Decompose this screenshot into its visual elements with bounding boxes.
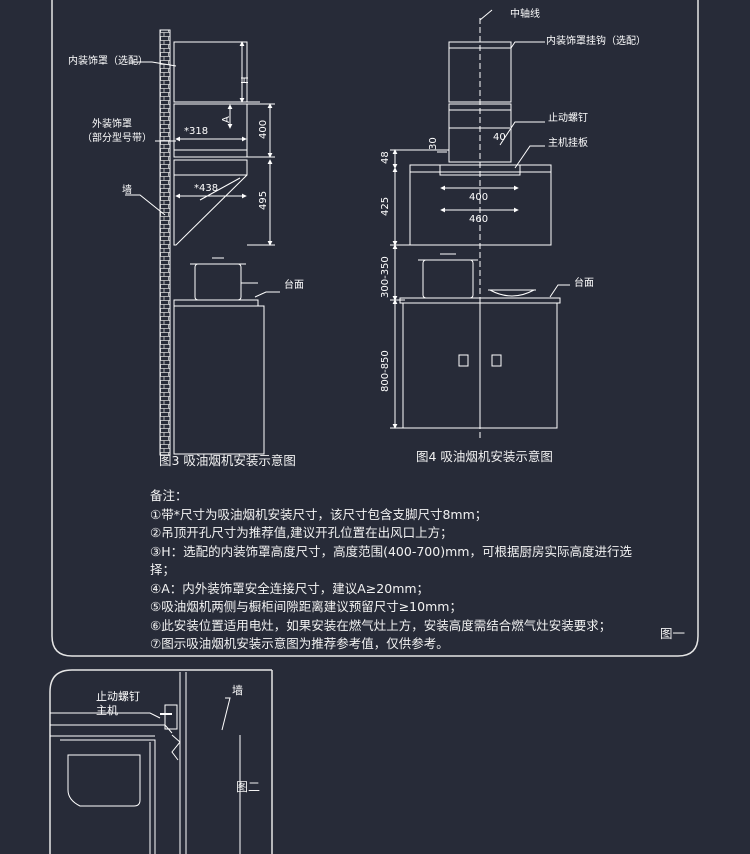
label-inner-cover: 内装饰罩（选配） <box>68 54 148 67</box>
dim-h: H <box>240 76 251 84</box>
dim-460: 460 <box>469 214 488 225</box>
label-plate: 主机挂板 <box>548 136 588 149</box>
dim-438: *438 <box>194 183 218 194</box>
label-wall: 墙 <box>122 183 132 196</box>
stove-top <box>173 299 259 307</box>
label-main-detail: 主机 <box>96 703 118 717</box>
outer-cover-front <box>448 103 512 163</box>
notes-title: 备注： <box>150 488 188 503</box>
label-screw: 止动螺钉 <box>548 112 588 124</box>
figure-3-side-view <box>125 29 280 456</box>
pot <box>194 263 242 301</box>
main-frame <box>51 0 699 657</box>
dim-318: *318 <box>184 126 208 137</box>
wall-brick <box>159 29 171 456</box>
note-item: ⑦图示吸油烟机安装示意图为推荐参考值，仅供参考。 <box>150 636 449 651</box>
label-screw-detail: 止动螺钉 <box>96 690 140 703</box>
figure-tag-1: 图一 <box>660 626 686 641</box>
dim-48: 48 <box>380 151 391 164</box>
label-outer-cover-note: （部分型号带） <box>82 131 152 144</box>
note-item: ③H：选配的内装饰罩高度尺寸，高度范围(400-700)mm，可根据厨房实际高度… <box>150 543 632 578</box>
figure-4-front-view <box>390 9 570 440</box>
outer-cover <box>173 103 248 158</box>
figure-tag-2: 图二 <box>236 780 261 794</box>
cabinet-handle-right <box>491 354 502 367</box>
dim-400: 400 <box>258 120 269 139</box>
note-item: ④A：内外装饰罩安全连接尺寸，建议A≥20mm； <box>150 580 430 596</box>
caption-fig4: 图4 吸油烟机安装示意图 <box>416 449 553 464</box>
dim-400-front: 400 <box>469 192 488 203</box>
dim-a: A <box>221 116 232 123</box>
caption-fig3: 图3 吸油烟机安装示意图 <box>159 453 296 468</box>
hanging-plate <box>439 164 521 176</box>
note-item: ⑤吸油烟机两侧与橱柜间隙距离建议预留尺寸≥10mm； <box>150 599 462 614</box>
dim-300-350: 300-350 <box>380 256 391 298</box>
notes-block: 备注： ①带*尺寸为吸油烟机安装尺寸，该尺寸包含支脚尺寸8mm； ②吊顶开孔尺寸… <box>150 487 650 654</box>
cabinet-handle-left <box>458 354 469 367</box>
label-hook: 内装饰罩挂钩（选配） <box>546 34 646 47</box>
cabinet <box>173 305 265 455</box>
pan <box>489 289 535 297</box>
inner-cover-front <box>448 41 512 103</box>
inset-frame <box>49 669 273 854</box>
detail-hood-body <box>67 754 141 807</box>
note-item: ⑥此安装位置适用电灶，如果安装在燃气灶上方，安装高度需结合燃气灶安装要求； <box>150 617 612 633</box>
hood-body <box>173 159 248 246</box>
note-item: ②吊顶开孔尺寸为推荐值,建议开孔位置在出风口上方； <box>150 525 453 540</box>
inner-cover <box>173 41 248 103</box>
label-wall-detail: 墙 <box>232 683 243 697</box>
note-item: ①带*尺寸为吸油烟机安装尺寸，该尺寸包含支脚尺寸8mm； <box>150 506 488 522</box>
dim-30: 30 <box>428 137 439 150</box>
dim-425: 425 <box>380 197 391 216</box>
dim-495: 495 <box>258 191 269 210</box>
detail-bracket <box>164 704 178 730</box>
label-countertop-front: 台面 <box>574 276 594 289</box>
dim-40: 40 <box>493 132 506 143</box>
dim-800-850: 800-850 <box>380 350 391 392</box>
label-outer-cover: 外装饰罩 <box>92 117 132 130</box>
label-countertop: 台面 <box>284 278 304 291</box>
label-center-axis: 中轴线 <box>510 7 540 20</box>
pot-front <box>422 259 474 299</box>
figure-2-detail <box>50 672 241 854</box>
